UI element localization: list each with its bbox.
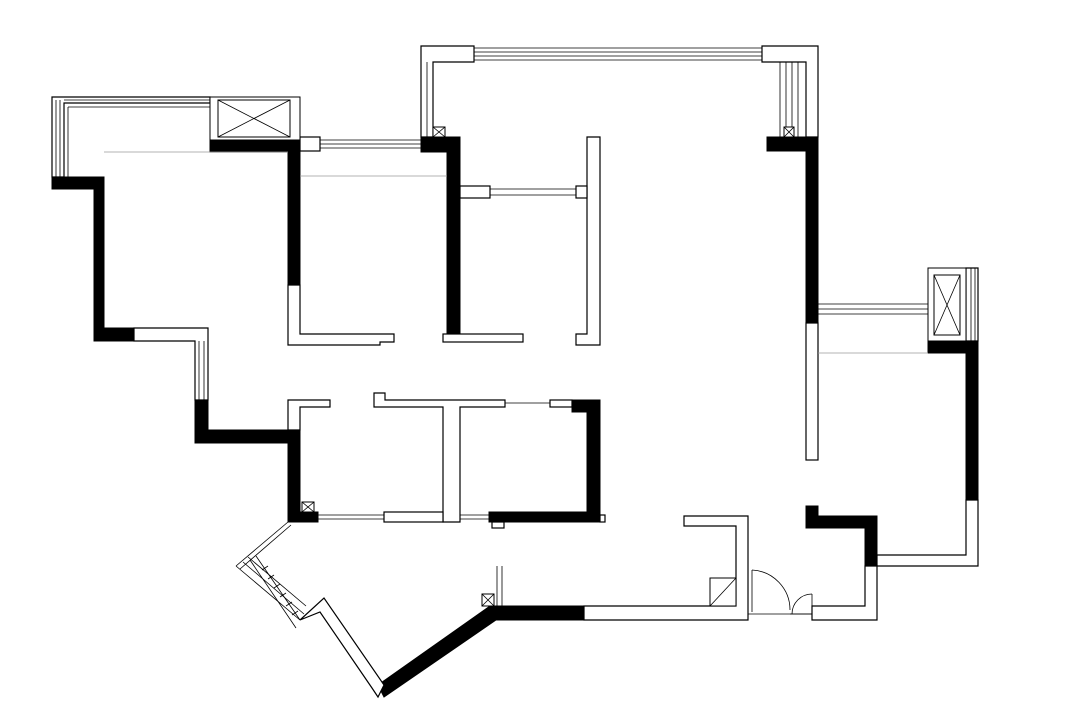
partition-bath-top	[373, 392, 506, 523]
partition-balcony-left	[51, 96, 211, 178]
partition-balcony-top-left	[420, 45, 475, 138]
partition-left-mid	[133, 327, 209, 401]
partition-far-right-lower	[876, 499, 979, 567]
shaft-small-bath	[301, 501, 315, 513]
window-angled-2	[239, 524, 292, 570]
partition-bath-top-right	[549, 399, 573, 408]
window-angled-5	[247, 556, 307, 607]
partition-closet-stub	[575, 185, 588, 199]
shaft-small-kitchen	[481, 593, 495, 607]
wall-top-left	[209, 139, 301, 286]
window-angled-4	[242, 561, 305, 615]
shaft-kitchen-corner	[709, 577, 737, 607]
wall-bottom-angled	[377, 605, 585, 698]
wall-bath-corner	[287, 511, 319, 523]
entry-door	[748, 569, 813, 615]
doors	[748, 569, 813, 615]
shaft-top-left	[209, 96, 301, 141]
window-angled-3	[235, 565, 301, 621]
shafts	[209, 96, 967, 607]
partition-entry-lower	[811, 565, 878, 621]
partition-bath-stub	[491, 521, 505, 529]
window-angled-1	[235, 521, 289, 567]
shaft-small-top	[432, 126, 446, 138]
wall-left-step	[194, 399, 301, 523]
balcony-railing	[249, 555, 301, 629]
partition-bath-bottom	[383, 511, 444, 523]
partition-bath-bottom-right	[599, 514, 606, 523]
partition-window-pillar	[299, 136, 321, 152]
wall-bath-right	[488, 399, 601, 523]
guide-lines	[104, 151, 928, 354]
wall-far-right	[927, 340, 979, 501]
partition-bed2-bottom	[442, 333, 524, 343]
wall-center-top	[420, 136, 461, 335]
partition-right-frame	[965, 267, 979, 342]
partition-bed1	[287, 284, 395, 346]
partition-closet	[575, 136, 601, 346]
wall-left-outer	[51, 176, 135, 342]
partition-bed2-stub	[459, 185, 491, 199]
shaft-small-top-right	[783, 126, 795, 138]
shaft-right	[927, 267, 967, 342]
partition-right-long	[805, 322, 819, 461]
partition-bottom-left	[299, 597, 385, 699]
windows	[55, 47, 976, 621]
partition-walls	[51, 45, 979, 699]
partition-balcony-top-right	[761, 45, 819, 138]
wall-entry	[805, 505, 878, 567]
partition-bath-left	[287, 399, 331, 431]
wall-right-center	[766, 136, 819, 324]
